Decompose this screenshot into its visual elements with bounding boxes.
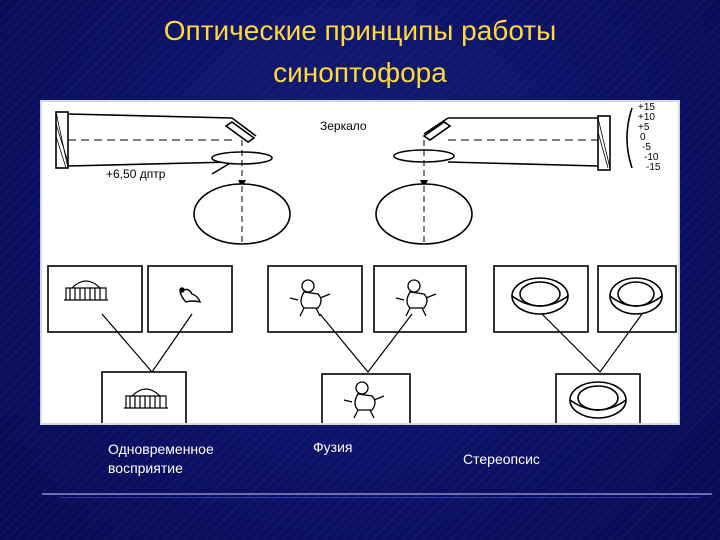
box-building-result (101, 371, 187, 423)
scale-label: +15 (638, 102, 655, 113)
right-tube (375, 107, 633, 245)
footer-divider-secondary (60, 497, 700, 498)
box-lion-result (321, 373, 411, 423)
left-eye (193, 183, 291, 245)
box-bird (147, 265, 233, 333)
synoptophore-diagram: Зеркало +6,50 дптр +15 +10 +5 0 -5 -10 -… (40, 100, 680, 425)
left-tube (55, 111, 291, 245)
scale-label: -15 (646, 162, 661, 173)
scale-label: -5 (642, 142, 651, 153)
lens-power-label: +6,50 дптр (106, 167, 166, 181)
lion-icon (395, 279, 437, 317)
scale-label: 0 (640, 132, 646, 143)
caption-stereopsis: Стереопсис (463, 451, 540, 467)
title-line-2: синоптофора (273, 57, 447, 88)
title-line-1: Оптические принципы работы (163, 15, 557, 46)
scale-label: -10 (644, 152, 659, 163)
caption-fusion: Фузия (313, 439, 353, 455)
scale-label: +10 (638, 112, 655, 123)
left-mirror (224, 121, 256, 143)
footer-divider (42, 493, 712, 495)
lion-icon (343, 381, 385, 419)
right-mirror (422, 121, 452, 141)
building-icon (124, 388, 168, 409)
caption-simultaneous-line1: Одновременное (108, 441, 214, 457)
box-lion-left (267, 265, 363, 333)
lion-icon (289, 279, 331, 317)
dish-icon (609, 277, 663, 315)
caption-simultaneous: Одновременное восприятие (108, 440, 214, 478)
slide-title: Оптические принципы работы синоптофора (0, 10, 720, 94)
bird-icon (179, 287, 202, 303)
dish-icon (569, 381, 627, 419)
building-icon (64, 280, 108, 301)
scale-label: +5 (638, 122, 650, 133)
right-eye (375, 183, 473, 245)
caption-simultaneous-line2: восприятие (108, 460, 183, 476)
box-lion-right (373, 265, 467, 333)
dish-icon (511, 277, 569, 315)
mirror-label: Зеркало (320, 119, 367, 133)
scale-labels: +15 +10 +5 0 -5 -10 -15 (638, 102, 661, 173)
box-ring-left (493, 265, 589, 333)
diagram-drawing: Зеркало +6,50 дптр +15 +10 +5 0 -5 -10 -… (47, 102, 677, 423)
